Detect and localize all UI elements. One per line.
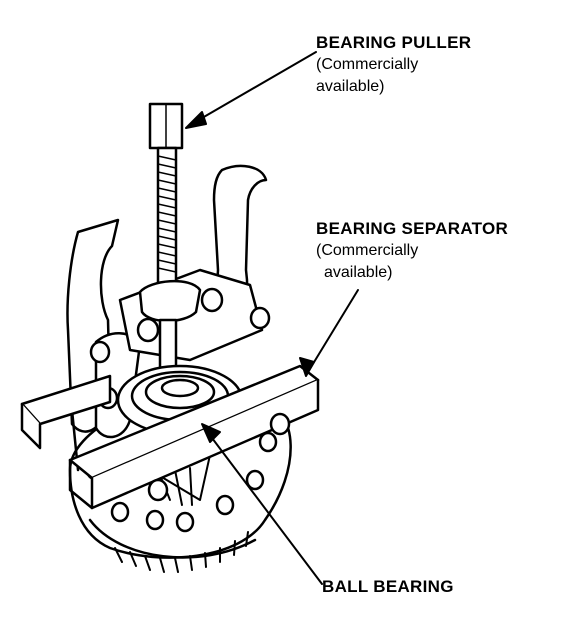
bearing-separator-note-line1: (Commercially [316,242,419,259]
ball-bearing-callout: BALL BEARING [322,576,454,598]
bearing-puller-callout: BEARING PULLER (Commercially available) [316,32,471,98]
ball-bearing [116,364,244,436]
forcing-screw [138,102,202,382]
ball-bearing-title: BALL BEARING [322,577,454,596]
puller-leader-line [189,51,317,126]
puller-arrowhead [185,111,207,129]
separator-arrowhead [299,357,315,377]
leader-arrows [185,51,359,585]
bearing-separator-title: BEARING SEPARATOR [316,219,509,238]
ball-bearing-arrowhead [201,423,221,443]
bearing-puller-note-line2: available) [316,78,385,95]
bearing-separator-note-line2: available) [324,264,393,281]
bearing-puller-title: BEARING PULLER [316,33,472,52]
separator-leader-line [307,289,359,373]
ball-bearing-leader-line [205,429,323,585]
bearing-separator-callout: BEARING SEPARATOR (Commercially availabl… [316,218,508,284]
bearing-puller-note-line1: (Commercially [316,56,419,73]
bearing-separator-bar [20,364,320,510]
